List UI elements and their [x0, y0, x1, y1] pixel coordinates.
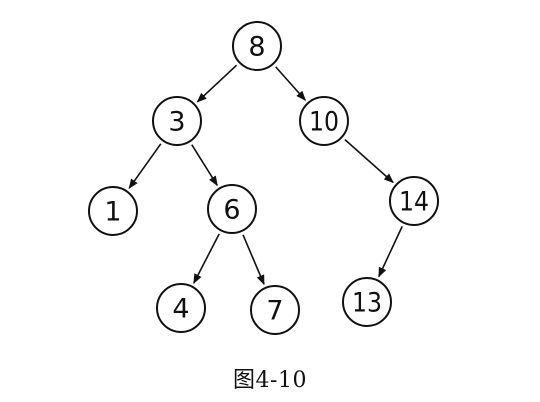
edge-8-to-3 — [196, 64, 238, 103]
tree-nodes: 8 3 10 1 6 14 4 7 13 — [88, 21, 439, 335]
node-label: 3 — [168, 107, 185, 138]
tree-edges — [128, 64, 403, 286]
tree-node-1: 1 — [88, 186, 138, 236]
tree-node-6: 6 — [207, 184, 257, 234]
tree-node-14: 14 — [389, 176, 439, 226]
edge-6-to-7 — [242, 234, 265, 286]
node-circle — [232, 21, 282, 71]
node-label: 13 — [352, 288, 382, 319]
node-label: 1 — [104, 197, 121, 228]
node-circle — [342, 277, 392, 327]
tree-node-8: 8 — [232, 21, 282, 71]
tree-node-10: 10 — [299, 96, 349, 146]
edge-8-to-10 — [275, 66, 306, 101]
node-circle — [299, 96, 349, 146]
tree-node-3: 3 — [152, 96, 202, 146]
edge-3-to-6 — [191, 144, 218, 187]
node-circle — [250, 285, 300, 335]
node-label: 14 — [399, 187, 429, 218]
edge-14-to-13 — [378, 226, 403, 278]
figure-caption: 图4-10 — [233, 368, 307, 393]
node-label: 8 — [248, 32, 265, 63]
edge-3-to-1 — [128, 143, 162, 190]
tree-node-7: 7 — [250, 285, 300, 335]
node-circle — [88, 186, 138, 236]
node-label: 4 — [172, 294, 189, 325]
node-circle — [152, 96, 202, 146]
node-label: 7 — [266, 296, 283, 327]
node-circle — [389, 176, 439, 226]
node-label: 6 — [223, 195, 240, 226]
node-label: 10 — [309, 107, 339, 138]
edge-10-to-14 — [344, 139, 394, 184]
tree-node-4: 4 — [156, 283, 206, 333]
edge-6-to-4 — [193, 233, 220, 284]
tree-node-13: 13 — [342, 277, 392, 327]
node-circle — [156, 283, 206, 333]
node-circle — [207, 184, 257, 234]
